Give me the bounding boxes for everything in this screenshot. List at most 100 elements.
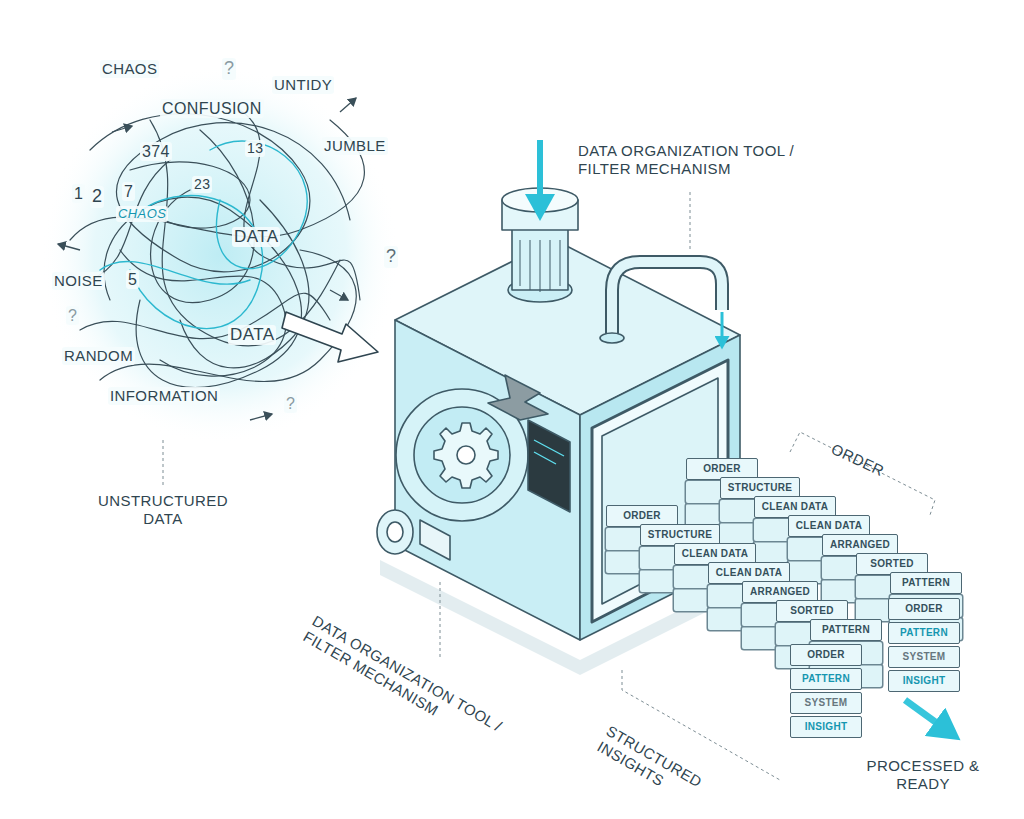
stray-arrow (330, 290, 348, 300)
block-label: CLEAN DATA (795, 516, 863, 535)
block-label: SORTED (783, 601, 841, 620)
block-label: PATTERN (895, 623, 953, 642)
block-label: PATTERN (797, 669, 855, 688)
text-label: ? (384, 246, 398, 268)
pipe-joint (600, 333, 624, 343)
data-block: PATTERN (790, 668, 862, 690)
screen (528, 420, 570, 512)
scribbles-cyan (100, 141, 307, 329)
roller (377, 510, 413, 554)
data-block: PATTERN (810, 619, 882, 641)
data-block: INSIGHT (790, 716, 862, 738)
rib (520, 240, 521, 286)
gear-hub (457, 446, 475, 464)
block-label: CLEAN DATA (761, 497, 829, 516)
data-block: ORDER (888, 598, 960, 620)
text-label: PROCESSED & READY (858, 757, 988, 793)
stray-arrow (250, 414, 272, 420)
chaos-cloud (40, 65, 400, 486)
scribble (100, 250, 356, 382)
text-label: CONFUSION (160, 99, 264, 118)
block-label: INSIGHT (895, 671, 953, 690)
text-label: 5 (126, 270, 139, 289)
panel (420, 520, 450, 560)
leader-line (440, 582, 441, 660)
text-label: RANDOM (62, 347, 135, 365)
block-label: CLEAN DATA (715, 563, 783, 582)
text-label: INFORMATION (108, 387, 220, 405)
text-label: ? (66, 306, 79, 325)
text-label: 1 (72, 184, 85, 203)
roller-hub (387, 522, 403, 542)
data-block: INSIGHT (888, 670, 960, 692)
data-block: PATTERN (890, 572, 962, 594)
pipe (612, 262, 722, 335)
block-label: CLEAN DATA (681, 544, 749, 563)
rib (540, 240, 541, 292)
scribble (180, 200, 309, 368)
gear (434, 423, 498, 488)
gear-ring (414, 407, 510, 503)
text-label: CHAOS (116, 206, 168, 222)
text-label: ? (284, 394, 297, 413)
text-label: STRUCTURED INSIGHTS (594, 722, 725, 818)
data-block: SYSTEM (888, 646, 960, 668)
text-label: DATA ORGANIZATION TOOL / FILTER MECHANIS… (578, 142, 828, 178)
text-label: 374 (140, 142, 172, 161)
text-label: UNSTRUCTURED DATA (78, 492, 248, 528)
text-label: JUMBLE (322, 137, 388, 155)
scribbles (70, 110, 364, 388)
block-label: STRUCTURE (647, 525, 713, 544)
text-label: DATA (232, 227, 280, 247)
block-label: PATTERN (817, 620, 875, 639)
machine-right-face (580, 335, 740, 640)
data-block: SYSTEM (790, 692, 862, 714)
output-window-inner (602, 378, 718, 604)
text-label: DATA (228, 325, 276, 345)
data-block: PATTERN (888, 622, 960, 644)
leader-line (163, 440, 164, 486)
text-label: 23 (192, 176, 212, 193)
stray-arrow (58, 244, 80, 250)
input-flow-arrow (537, 140, 543, 212)
rib (530, 240, 531, 290)
text-label: DATA ORGANIZATION TOOL / FILTER MECHANIS… (300, 612, 535, 768)
feed-chute (488, 375, 548, 420)
machine-left-face (395, 320, 580, 640)
stray-arrow (112, 126, 132, 132)
pipe-flow-arrow (721, 312, 724, 345)
screen-line (534, 452, 556, 464)
hopper-ribs (520, 240, 560, 292)
scribble (100, 261, 250, 284)
text-label: 7 (122, 182, 135, 201)
stray-arrow (340, 98, 356, 112)
block-label: PATTERN (897, 573, 955, 592)
block-label: SORTED (863, 554, 921, 573)
block-label: ARRANGED (749, 582, 811, 601)
block-label: ORDER (797, 645, 855, 664)
block-label: ORDER (693, 459, 751, 478)
text-label: ORDER (828, 440, 887, 480)
text-label: 13 (245, 140, 265, 157)
block-label: STRUCTURE (727, 478, 793, 497)
text-label: CHAOS (100, 60, 159, 78)
scribble (90, 114, 350, 272)
output-arrow (905, 700, 952, 734)
cloud-glow (40, 65, 400, 445)
rib (560, 240, 561, 286)
block-label: ARRANGED (829, 535, 891, 554)
leader-line (690, 192, 691, 252)
block-label: INSIGHT (797, 717, 855, 736)
data-block: ORDER (790, 644, 862, 666)
block-label: ORDER (895, 599, 953, 618)
text-label: NOISE (52, 272, 105, 290)
machine (377, 188, 760, 675)
block-label: ORDER (613, 506, 671, 525)
block-label: SYSTEM (895, 647, 953, 666)
stray-arrows (58, 98, 356, 420)
text-label: ? (222, 58, 236, 80)
block-label: SYSTEM (797, 693, 855, 712)
screen-line (534, 440, 564, 456)
